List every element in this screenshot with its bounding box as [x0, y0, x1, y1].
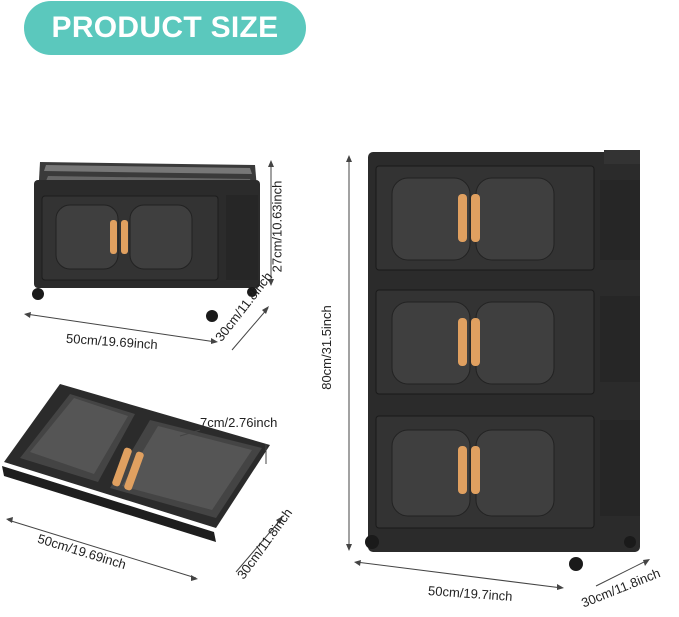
- single-box-height-label: 27cm/10.63inch: [269, 180, 285, 273]
- folded-box-illustration: [2, 384, 283, 581]
- folded-box-height-label: 7cm/2.76inch: [200, 415, 278, 430]
- single-box-illustration: [24, 160, 274, 351]
- stacked-unit-height-label: 80cm/31.5inch: [318, 305, 334, 390]
- product-size-badge: PRODUCT SIZE: [24, 1, 306, 55]
- stacked-unit-illustration: [346, 150, 650, 590]
